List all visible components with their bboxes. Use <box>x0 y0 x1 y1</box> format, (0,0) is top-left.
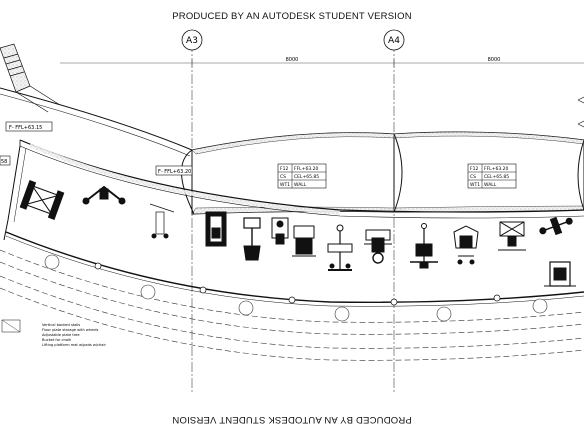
svg-text:WT1: WT1 <box>280 182 290 188</box>
level-tag-1: F- FFL+63.15 <box>5 121 53 132</box>
svg-text:F- FFL+63.20: F- FFL+63.20 <box>158 169 191 175</box>
svg-text:WALL: WALL <box>484 182 497 188</box>
svg-text:FFL+63.20: FFL+63.20 <box>484 166 508 172</box>
grid-label-a3: A3 <box>186 36 198 46</box>
level-tag-3: 58 <box>0 155 11 166</box>
note-4: Bucket for chalk <box>42 338 72 342</box>
dimension-label-2: 8000 <box>488 57 501 63</box>
svg-text:58: 58 <box>1 159 7 165</box>
dimension-line: 8000 8000 <box>60 57 584 67</box>
finish-table-1: F12 FFL+63.20 CS CEL+65.85 WT1 WALL <box>277 163 327 189</box>
svg-text:WALL: WALL <box>294 182 307 188</box>
svg-text:CEL+65.85: CEL+65.85 <box>294 174 319 180</box>
notes-block: Vertical banked stalls Floor plate stora… <box>1 319 107 347</box>
note-3: Adjustable plate tree <box>42 333 80 337</box>
watermark-top: PRODUCED BY AN AUTODESK STUDENT VERSION <box>172 11 412 22</box>
grid-label-a4: A4 <box>388 36 400 46</box>
note-1: Vertical banked stalls <box>42 323 80 327</box>
svg-text:F- FFL+63.15: F- FFL+63.15 <box>9 125 42 131</box>
svg-text:FFL+63.20: FFL+63.20 <box>294 166 318 172</box>
facade-line <box>5 231 584 307</box>
note-5: Lifting platform mat w/pads w/chair <box>42 343 107 347</box>
level-tag-2: F- FFL+63.20 <box>155 165 193 176</box>
svg-text:CEL+65.85: CEL+65.85 <box>484 174 509 180</box>
svg-text:F12: F12 <box>470 166 478 172</box>
svg-text:F12: F12 <box>280 166 288 172</box>
grid-line-a4: A4 <box>383 29 405 392</box>
stair-element <box>0 43 61 113</box>
finish-table-2: F12 FFL+63.20 CS CEL+65.85 WT1 WALL <box>467 163 517 189</box>
dimension-label-1: 8000 <box>286 57 299 63</box>
note-2: Floor plate storage with wheels <box>42 328 99 332</box>
gym-equipment <box>19 180 576 287</box>
svg-text:WT1: WT1 <box>470 182 480 188</box>
svg-text:CS: CS <box>280 174 286 180</box>
watermark-bottom: PRODUCED BY AN AUTODESK STUDENT VERSION <box>172 414 412 425</box>
building-wall <box>0 87 584 241</box>
grid-line-a3: A3 <box>181 29 203 392</box>
svg-text:CS: CS <box>470 174 476 180</box>
canopy-lines <box>0 249 584 361</box>
